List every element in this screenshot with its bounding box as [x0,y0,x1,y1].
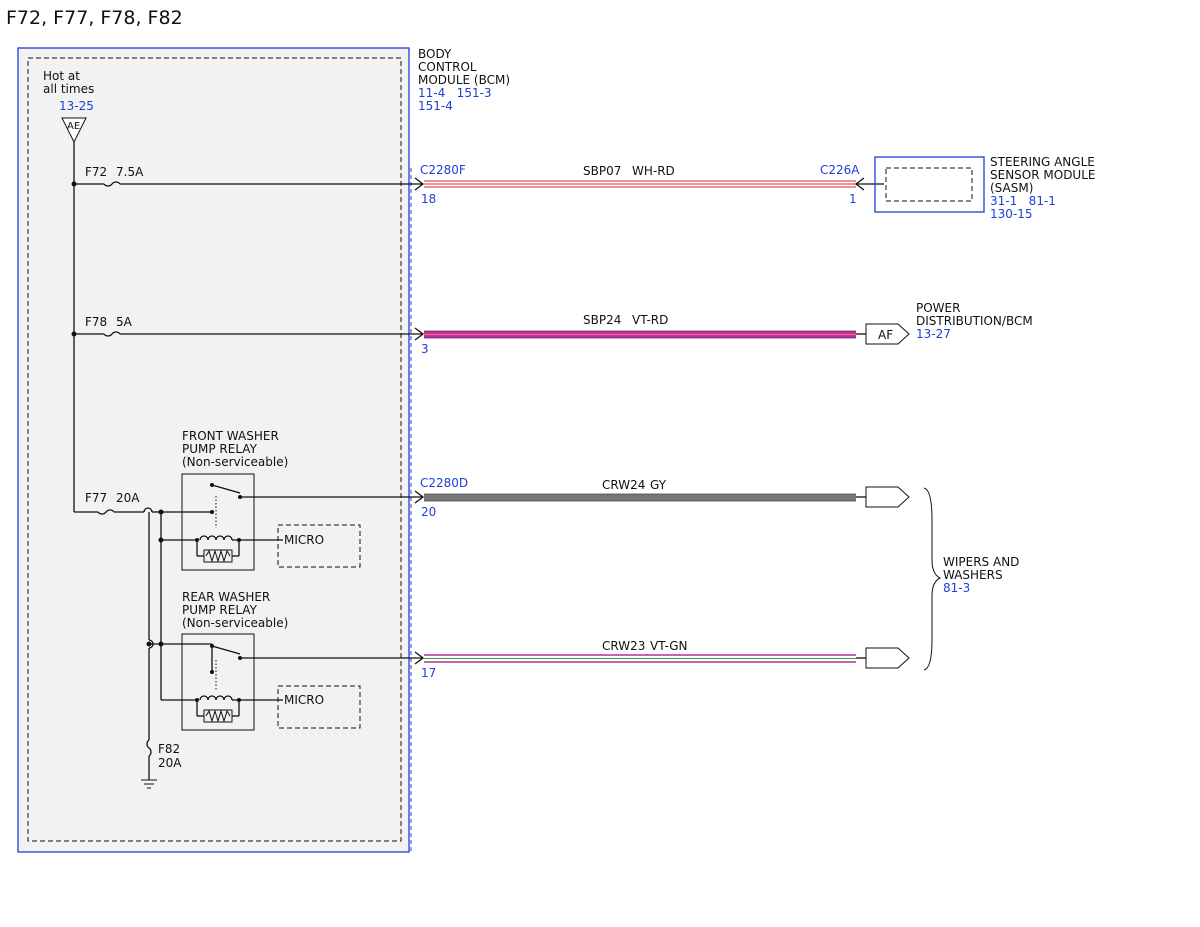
fuse-f72-rating: 7.5A [116,165,144,179]
bcm-module-box [17,47,410,853]
wire-sbp24[interactable] [424,330,856,339]
sasm-internal-boundary [885,167,973,202]
fuse-f78-icon [103,331,121,337]
rear-relay-line3: (Non-serviceable) [182,616,288,630]
rear-micro-box [277,685,361,729]
rear-washer-pump-relay [181,633,255,731]
fuse-f77-id: F77 [85,491,107,505]
power-dist-tag: AF [878,328,893,342]
connector-c2280f[interactable]: C2280F [420,163,466,177]
connector-arrow-icon [414,327,425,341]
pin-c2280f-18: 18 [421,192,436,206]
wipers-line2: WASHERS [943,568,1003,582]
front-relay-line2: PUMP RELAY [182,442,258,456]
power-dist-line2: DISTRIBUTION/BCM [916,314,1033,328]
bcm-name-line1: BODY [418,47,452,61]
bcm-refs-line2[interactable]: 151-4 [418,99,453,113]
sasm-line2: SENSOR MODULE [990,168,1095,182]
connector-c226a[interactable]: C226A [820,163,860,177]
relay-switch-icon [211,484,241,494]
wipers-ref[interactable]: 81-3 [943,581,970,595]
wire-sbp07[interactable] [424,180,856,188]
bcm-name-line2: CONTROL [418,60,477,74]
connector-arrow-icon [414,177,425,191]
bcm-internal-boundary [27,57,402,842]
circuit-crw24-id: CRW24 [602,478,645,492]
circuit-crw23-id: CRW23 [602,639,645,653]
fuse-f77-rating: 20A [116,491,140,505]
front-relay-line3: (Non-serviceable) [182,455,288,469]
pin-crw24-20: 20 [421,505,436,519]
circuit-crw23-color: VT-GN [650,639,687,653]
connector-c2280d[interactable]: C2280D [420,476,468,490]
fuse-f78-rating: 5A [116,315,133,329]
wipers-line1: WIPERS AND [943,555,1019,569]
connector-arrow-icon [414,651,425,665]
source-label-line1: Hot at [43,69,80,83]
source-tag: AE [67,121,80,132]
pin-c226a-1: 1 [849,192,857,206]
fuse-f82-id: F82 [158,742,180,756]
pin-crw23-17: 17 [421,666,436,680]
fuse-f72-icon [103,181,121,187]
page-title: F72, F77, F78, F82 [6,7,183,29]
front-relay-line1: FRONT WASHER [182,429,279,443]
pin-sbp24-3: 3 [421,342,429,356]
sasm-refs-line2[interactable]: 130-15 [990,207,1033,221]
brace-icon [923,487,942,671]
connector-arrow-icon [414,490,425,504]
wire-crw23[interactable] [424,654,856,663]
relay-coil-icon [199,535,233,541]
circuit-sbp24-color: VT-RD [632,313,668,327]
fuse-f82-rating: 20A [158,756,182,770]
circuit-sbp07-id: SBP07 [583,164,621,178]
bcm-refs-line1[interactable]: 11-4 151-3 [418,86,492,100]
sasm-line3: (SASM) [990,181,1033,195]
relay-coil-icon [199,695,233,701]
front-micro-label: MICRO [284,533,324,547]
front-washer-pump-relay [181,473,255,571]
sasm-module-box [874,156,985,213]
relay-switch-icon [211,645,241,655]
source-label-line2: all times [43,82,94,96]
power-dist-ref[interactable]: 13-27 [916,327,951,341]
power-distribution-connector-icon [865,323,910,345]
wire-crossover-icon [143,507,153,513]
fuse-f82-icon [146,739,152,757]
circuit-crw24-color: GY [650,478,667,492]
fuse-f78-id: F78 [85,315,107,329]
rear-relay-line1: REAR WASHER [182,590,270,604]
washers-connector-icon [865,647,910,669]
wire-crw24[interactable] [424,493,856,502]
rear-relay-line2: PUMP RELAY [182,603,258,617]
fuse-f77-icon [97,509,115,515]
circuit-sbp07-color: WH-RD [632,164,675,178]
bcm-name-line3: MODULE (BCM) [418,73,510,87]
power-dist-line1: POWER [916,301,960,315]
source-triangle-icon [61,117,87,144]
source-ref[interactable]: 13-25 [59,99,94,113]
wipers-connector-icon [865,486,910,508]
front-micro-box [277,524,361,568]
circuit-sbp24-id: SBP24 [583,313,621,327]
sasm-line1: STEERING ANGLE [990,155,1095,169]
rear-micro-label: MICRO [284,693,324,707]
sasm-refs-line1[interactable]: 31-1 81-1 [990,194,1056,208]
fuse-f72-id: F72 [85,165,107,179]
